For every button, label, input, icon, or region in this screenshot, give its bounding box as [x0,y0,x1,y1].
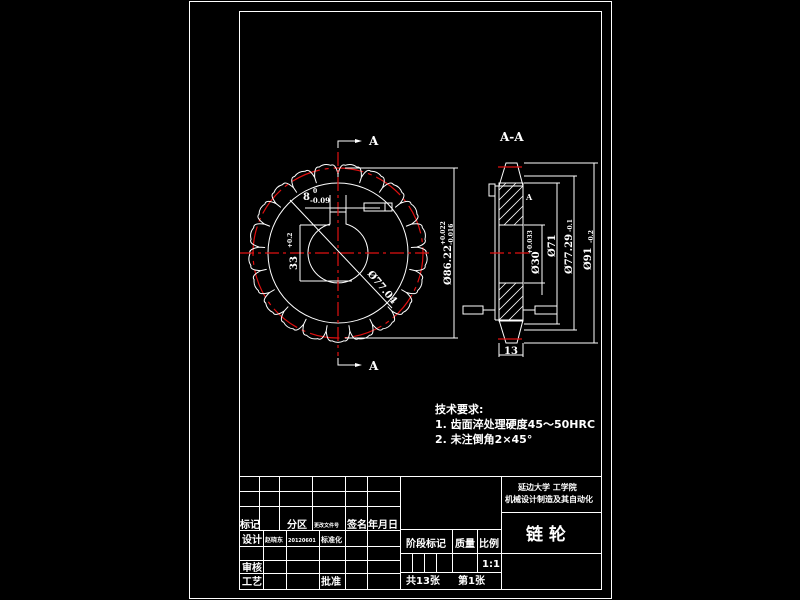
section-marker-bottom: A [368,359,379,373]
dim-outer-tol: -0.2 [588,230,595,243]
dim-bore-height: 33 [289,256,300,270]
dim-tip-tol-upper: +0.022 [440,221,447,245]
datum-label: A [525,192,533,202]
section-marker-top: A [368,134,379,148]
dim-tip-tol-lower: -0.016 [448,224,455,245]
label-stage-mark: 阶段标记 [406,537,446,550]
school-name: 延边大学 工学院 [517,482,577,492]
tech-req-item-1: 1. 齿面淬处理硬度45～50HRC [435,417,595,431]
sprocket-teeth-profile [248,163,428,343]
label-scale: 比例 [479,537,499,550]
part-name: 链 轮 [526,524,566,545]
dim-hub-diameter: Ø71 [547,234,558,257]
designer-name: 赵晓东 [264,536,283,544]
label-date: 年月日 [368,518,398,531]
total-sheets: 共13张 [406,574,441,587]
label-mass: 质量 [455,537,475,550]
label-mark: 标记 [239,518,260,531]
design-date: 20120601 [288,538,316,544]
label-change-doc: 更改文件号 [314,522,339,529]
dim-root-diameter: Ø77.04 [365,269,399,307]
label-signature: 签名 [346,518,367,531]
tech-req-heading: 技术要求: [435,402,483,416]
dim-outer-diameter: Ø91 [583,247,594,270]
outer-border [189,1,612,599]
dim-keyway-tol-lower: -0.09 [310,196,330,205]
dim-width: 13 [504,346,518,357]
dim-bore-tol: +0.033 [527,230,534,254]
section-view-title: A-A [499,130,524,144]
dim-tip-diameter: Ø86.22 [443,245,454,285]
scale-value: 1:1 [482,559,500,570]
label-zone: 分区 [287,518,307,531]
sheet-number: 第1张 [458,574,486,587]
label-approve: 批准 [321,575,341,588]
label-design: 设计 [242,533,262,546]
sprocket-front-view [240,139,458,367]
label-process: 工艺 [242,575,262,588]
tech-req-item-2: 2. 未注倒角2×45° [435,432,532,446]
label-review: 审核 [242,561,262,574]
dim-root-tol: -0.1 [567,219,574,232]
dim-keyway-width: 8 [303,192,310,203]
dim-bore-height-tol: +0.2 [287,233,294,248]
title-block-grid [239,476,601,589]
label-standardization: 标准化 [320,535,342,544]
dim-bore-diameter: Ø30 [531,251,542,274]
dim-keyway-tol-upper: 0 [313,188,317,195]
dim-root-diameter-section: Ø77.29 [564,234,575,274]
sprocket-section-view [462,162,598,357]
inner-border [239,11,602,590]
major-name: 机械设计制造及其自动化 [505,494,593,504]
